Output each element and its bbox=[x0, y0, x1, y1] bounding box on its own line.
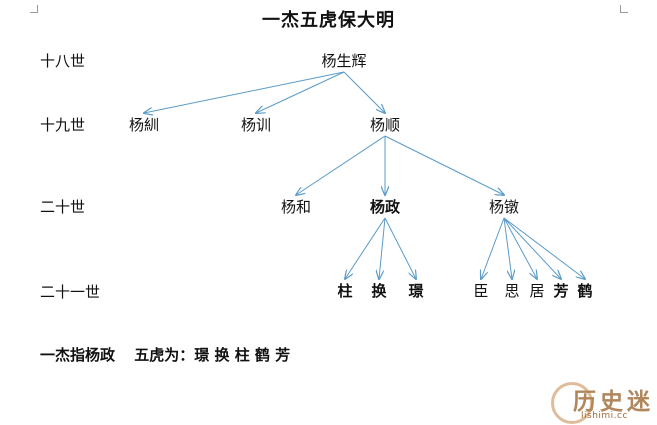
tree-edge bbox=[144, 71, 345, 113]
person-node: 居 bbox=[529, 282, 545, 300]
crop-mark-top-right bbox=[620, 5, 628, 13]
person-node: 杨镦 bbox=[488, 198, 520, 216]
tree-edge bbox=[503, 217, 512, 279]
person-node: 杨紃 bbox=[128, 116, 160, 134]
tree-edge bbox=[503, 217, 585, 279]
tree-edge bbox=[345, 217, 386, 279]
tree-edge bbox=[481, 217, 505, 279]
watermark-url: lishimi.cc bbox=[581, 411, 628, 421]
person-node: 杨训 bbox=[240, 116, 272, 134]
tree-edge bbox=[503, 217, 561, 279]
summary-text: 五虎为：璟 换 柱 鹤 芳 bbox=[134, 346, 291, 364]
person-node: 芳 bbox=[553, 282, 569, 300]
tree-edge bbox=[256, 71, 345, 113]
tree-edge bbox=[379, 217, 386, 279]
generation-label-21: 二十一世 bbox=[40, 283, 101, 301]
generation-label-18: 十八世 bbox=[40, 52, 86, 70]
generation-label-19: 十九世 bbox=[40, 116, 86, 134]
summary-label: 一杰指杨政 bbox=[40, 346, 116, 364]
watermark-logo: 历史迷 lishimi.cc bbox=[547, 378, 657, 425]
generation-label-20: 二十世 bbox=[40, 198, 86, 216]
watermark-circle-icon bbox=[551, 382, 593, 424]
person-node: 杨顺 bbox=[369, 116, 401, 134]
person-node: 思 bbox=[504, 282, 520, 300]
summary-line: 一杰指杨政 五虎为：璟 换 柱 鹤 芳 bbox=[40, 344, 292, 365]
tree-edge bbox=[384, 217, 416, 279]
person-node: 杨和 bbox=[280, 198, 312, 216]
tree-edge bbox=[384, 135, 504, 195]
person-node: 杨政 bbox=[369, 198, 401, 216]
tree-edge bbox=[503, 217, 537, 279]
watermark-text: 历史迷 bbox=[573, 388, 654, 415]
person-node: 杨生辉 bbox=[321, 52, 367, 70]
person-node: 璟 bbox=[408, 282, 424, 300]
tree-edge bbox=[343, 71, 385, 113]
crop-mark-top-left bbox=[30, 5, 38, 13]
person-node: 柱 bbox=[337, 282, 353, 300]
person-node: 换 bbox=[371, 282, 387, 300]
person-node: 臣 bbox=[473, 282, 489, 300]
diagram-title: 一杰五虎保大明 bbox=[262, 10, 395, 31]
person-node: 鹤 bbox=[577, 282, 593, 300]
tree-edge bbox=[296, 135, 386, 195]
